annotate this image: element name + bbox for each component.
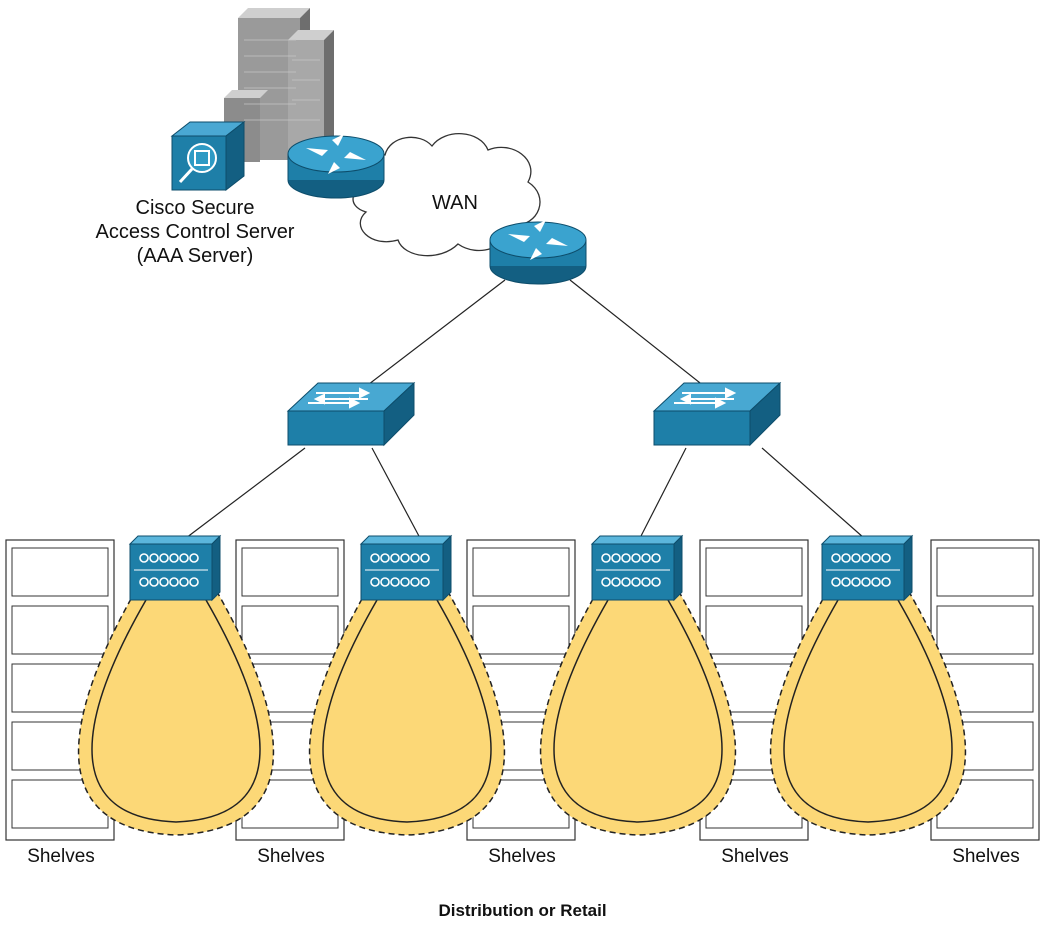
switch-icon — [287, 382, 415, 446]
acs-label-line-2: Access Control Server — [95, 221, 295, 243]
router-icon — [287, 133, 385, 199]
shelf-label: Shelves — [257, 846, 325, 867]
shelf-label: Shelves — [721, 846, 789, 867]
acs-server-label: Cisco Secure Access Control Server (AAA … — [60, 196, 330, 268]
wan-label: WAN — [432, 192, 478, 214]
access-point-icon — [821, 535, 913, 601]
acs-server-icon — [170, 120, 246, 192]
acs-label-line-3: (AAA Server) — [136, 245, 254, 267]
diagram-caption: Distribution or Retail — [438, 901, 607, 920]
switch-icon — [653, 382, 781, 446]
access-point-icon — [129, 535, 221, 601]
access-point-icon — [591, 535, 683, 601]
acs-label-line-1: Cisco Secure — [135, 197, 255, 219]
shelf-label: Shelves — [27, 846, 95, 867]
network-links — [185, 279, 865, 539]
wan-cloud — [352, 133, 541, 257]
shelf-label: Shelves — [952, 846, 1020, 867]
shelf-label: Shelves — [488, 846, 556, 867]
router-icon — [489, 219, 587, 285]
access-point-icon — [360, 535, 452, 601]
